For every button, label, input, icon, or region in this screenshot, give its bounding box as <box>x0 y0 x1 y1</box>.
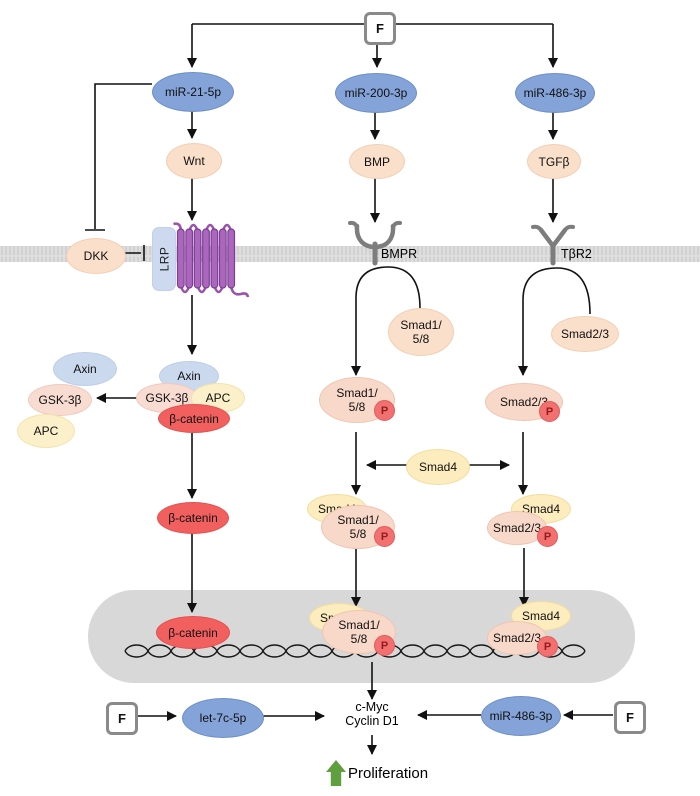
node-apc-free: APC <box>17 414 75 448</box>
tbr2-smad-loop <box>518 267 591 376</box>
tbr2-receptor-icon <box>531 224 575 266</box>
node-mir-486-3p-bottom: miR-486-3p <box>481 696 561 736</box>
node-gsk3b-free: GSK-3β <box>28 384 92 416</box>
phospho-badge: P <box>374 526 395 547</box>
node-bcatenin-nuclear: β-catenin <box>156 616 230 649</box>
factor-box-bottom-right: F <box>614 701 646 734</box>
frizzled-receptor-icon <box>173 222 250 298</box>
proliferation-up-arrow-icon <box>326 760 346 786</box>
phospho-badge: P <box>374 635 395 656</box>
smad158-line1: Smad1/ <box>338 618 380 632</box>
node-wnt: Wnt <box>166 143 222 179</box>
factor-box-bottom-left: F <box>106 702 138 735</box>
phospho-badge: P <box>374 400 395 421</box>
node-mir-200-3p: miR-200-3p <box>335 73 417 113</box>
factor-label: F <box>376 21 384 36</box>
node-bcatenin-complex: β-catenin <box>158 404 230 433</box>
node-let-7c-5p: let-7c-5p <box>182 698 264 738</box>
node-smad4-hub: Smad4 <box>406 449 470 485</box>
target-genes: c-Myc Cyclin D1 <box>332 700 412 728</box>
node-smad23-cyto: Smad2/3 <box>487 511 547 545</box>
factor-box-top: F <box>364 12 396 45</box>
node-smad158-free: Smad1/ 5/8 <box>388 308 454 356</box>
smad158-line1: Smad1/ <box>400 318 442 332</box>
bmpr-receptor-icon <box>348 220 402 266</box>
bmpr-smad-loop <box>351 266 421 376</box>
node-axin-free: Axin <box>53 352 117 386</box>
proliferation-label: Proliferation <box>348 765 429 782</box>
node-dkk: DKK <box>66 238 126 274</box>
factor-label: F <box>118 711 126 726</box>
lrp-label: LRP <box>157 246 171 272</box>
feedback-line <box>94 83 152 229</box>
factor-label: F <box>626 710 634 725</box>
phospho-badge: P <box>537 526 558 547</box>
phospho-badge: P <box>537 636 558 657</box>
smad158-line2: 5/8 <box>349 527 367 541</box>
tbr2-label: TβR2 <box>561 247 592 261</box>
node-lrp: LRP <box>152 227 176 291</box>
node-bcatenin-free: β-catenin <box>157 502 229 534</box>
node-smad23-phospho: Smad2/3 <box>485 383 563 421</box>
node-smad23-free: Smad2/3 <box>551 316 619 352</box>
smad158-line1: Smad1/ <box>337 513 379 527</box>
smad158-line2: 5/8 <box>412 332 430 346</box>
node-tgfb: TGFβ <box>527 144 581 179</box>
phospho-badge: P <box>539 401 560 422</box>
smad158-line2: 5/8 <box>348 400 366 414</box>
cyclind1-label: Cyclin D1 <box>345 714 399 728</box>
cmyc-label: c-Myc <box>355 700 389 714</box>
node-mir-486-3p-top: miR-486-3p <box>515 73 595 113</box>
bmpr-label: BMPR <box>381 247 418 261</box>
smad158-line1: Smad1/ <box>336 386 378 400</box>
node-mir-21-5p: miR-21-5p <box>152 72 234 112</box>
node-bmp: BMP <box>349 144 405 179</box>
pathway-arrows <box>85 23 613 755</box>
smad158-line2: 5/8 <box>350 632 368 646</box>
